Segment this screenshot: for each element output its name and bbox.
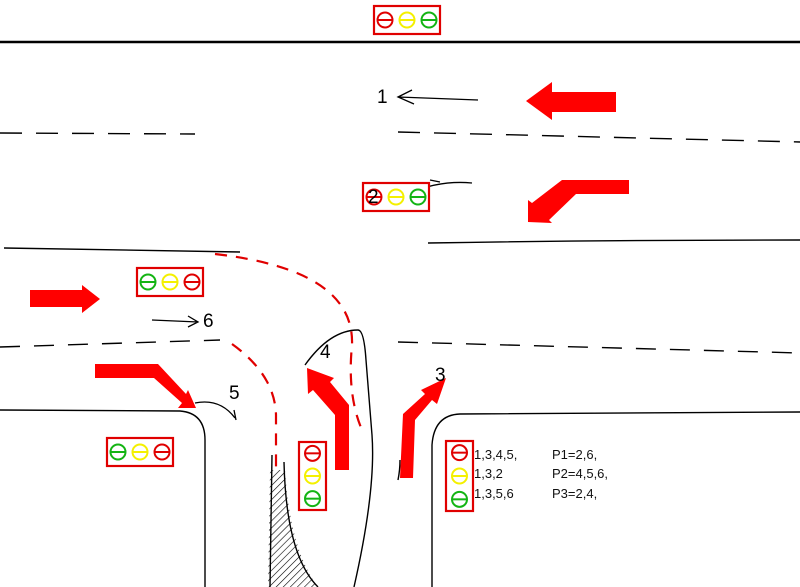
median-divider-curve <box>304 329 374 587</box>
arrow-westbound-through <box>30 285 100 313</box>
red-light-icon <box>183 273 201 291</box>
signal-head-west-approach <box>135 266 205 298</box>
lane-label-2: 2 <box>368 187 379 208</box>
hatched-island <box>268 470 318 587</box>
north-center-dashes-left <box>0 132 196 135</box>
southwest-curb <box>0 409 206 587</box>
north-center-dashes-right <box>397 131 800 143</box>
yellow-light-icon <box>387 188 405 206</box>
lane-label-5: 5 <box>229 383 240 404</box>
median-edge-left <box>3 247 241 253</box>
green-light-icon <box>409 188 427 206</box>
red-light-icon <box>365 188 383 206</box>
lane-label-4: 4 <box>320 342 331 363</box>
yellow-light-icon <box>398 11 416 29</box>
lane-label-3: 3 <box>435 365 446 386</box>
signal-head-top <box>372 4 442 36</box>
green-light-icon <box>304 490 321 508</box>
legend-red-phase: P1=2,6, <box>552 447 598 462</box>
green-light-icon <box>139 273 157 291</box>
legend-row-yellow: 1,3,2 P2=4,5,6, <box>474 467 608 480</box>
signal-head-southwest-corner <box>105 436 175 468</box>
legend-red-lanes: 1,3,4,5, <box>474 447 518 462</box>
legend-green-phase: P3=2,4, <box>552 486 598 501</box>
legend-yellow-phase: P2=4,5,6, <box>552 466 609 481</box>
arrow-eastbound-through <box>526 82 616 120</box>
south-center-dashes-right <box>397 341 800 354</box>
legend-yellow-lanes: 1,3,2 <box>474 466 503 481</box>
arrow-westbound-right <box>95 364 196 408</box>
road-lines <box>0 40 800 587</box>
south-center-dashes-left <box>0 339 221 348</box>
approach-arrows <box>30 82 629 478</box>
lane-5-arrow <box>194 401 237 421</box>
arrow-eastbound-left <box>528 180 629 223</box>
red-light-icon <box>376 11 394 29</box>
lane-label-1: 1 <box>377 87 388 108</box>
southeast-curb <box>431 411 800 587</box>
red-light-icon <box>153 443 171 461</box>
yellow-light-icon <box>304 467 321 485</box>
lane-1-arrow <box>396 89 479 105</box>
signal-head-middle-lane-2 <box>361 181 431 213</box>
green-light-icon <box>451 490 468 508</box>
legend-green-lanes: 1,3,5,6 <box>474 486 514 501</box>
legend-row-green: 1,3,5,6 P3=2,4, <box>474 487 597 500</box>
arrow-northbound-left <box>307 368 349 470</box>
green-light-icon <box>420 11 438 29</box>
median-edge-right <box>427 239 800 244</box>
left-turn-path <box>214 252 364 431</box>
lane-label-6: 6 <box>203 311 214 332</box>
arrow-northbound-right <box>400 378 446 478</box>
green-light-icon <box>109 443 127 461</box>
red-light-icon <box>304 444 321 462</box>
red-light-icon <box>451 444 468 462</box>
right-turn-mark-line <box>397 459 401 481</box>
signal-head-legend <box>444 439 475 513</box>
signal-heads <box>105 4 475 513</box>
signal-head-south-median <box>297 440 328 512</box>
yellow-light-icon <box>131 443 149 461</box>
right-turn-path <box>231 343 278 470</box>
lane-direction-marks <box>151 89 479 421</box>
yellow-light-icon <box>451 467 468 485</box>
lane-6-arrow <box>151 315 200 328</box>
yellow-light-icon <box>161 273 179 291</box>
legend-row-red: 1,3,4,5, P1=2,6, <box>474 448 597 461</box>
